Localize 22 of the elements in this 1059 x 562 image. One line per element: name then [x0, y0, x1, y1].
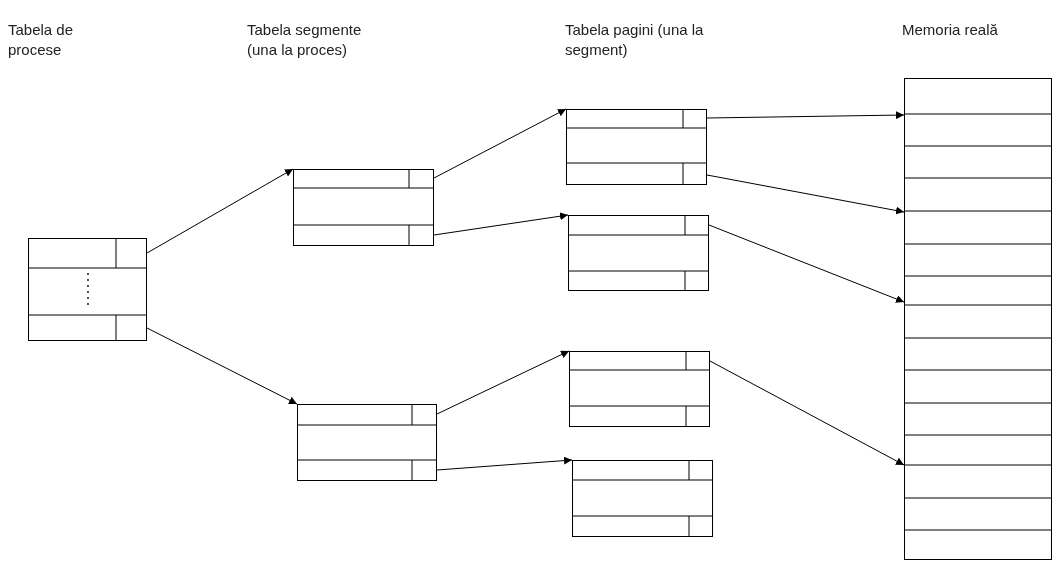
- table-box: [566, 109, 707, 185]
- arrow: [146, 327, 298, 405]
- table-box: [293, 169, 434, 246]
- arrow: [436, 456, 573, 471]
- table-box: [28, 238, 147, 341]
- arrow: [146, 168, 294, 254]
- arrow: [709, 360, 905, 466]
- column-heading: Tabela de procese: [8, 20, 75, 60]
- table-box: [904, 78, 1052, 560]
- arrow: [706, 111, 905, 120]
- arrow: [433, 212, 569, 236]
- table-box: [568, 215, 709, 291]
- column-heading: Memoria reală: [902, 20, 999, 40]
- arrow: [436, 350, 570, 415]
- arrow: [708, 224, 905, 303]
- column-heading: Tabela segmente (una la proces): [247, 20, 363, 60]
- table-box: [297, 404, 437, 481]
- column-heading: Tabela pagini (una la segment): [565, 20, 705, 60]
- table-box: [569, 351, 710, 427]
- table-box: [572, 460, 713, 537]
- arrow: [433, 108, 567, 179]
- arrow: [706, 174, 905, 215]
